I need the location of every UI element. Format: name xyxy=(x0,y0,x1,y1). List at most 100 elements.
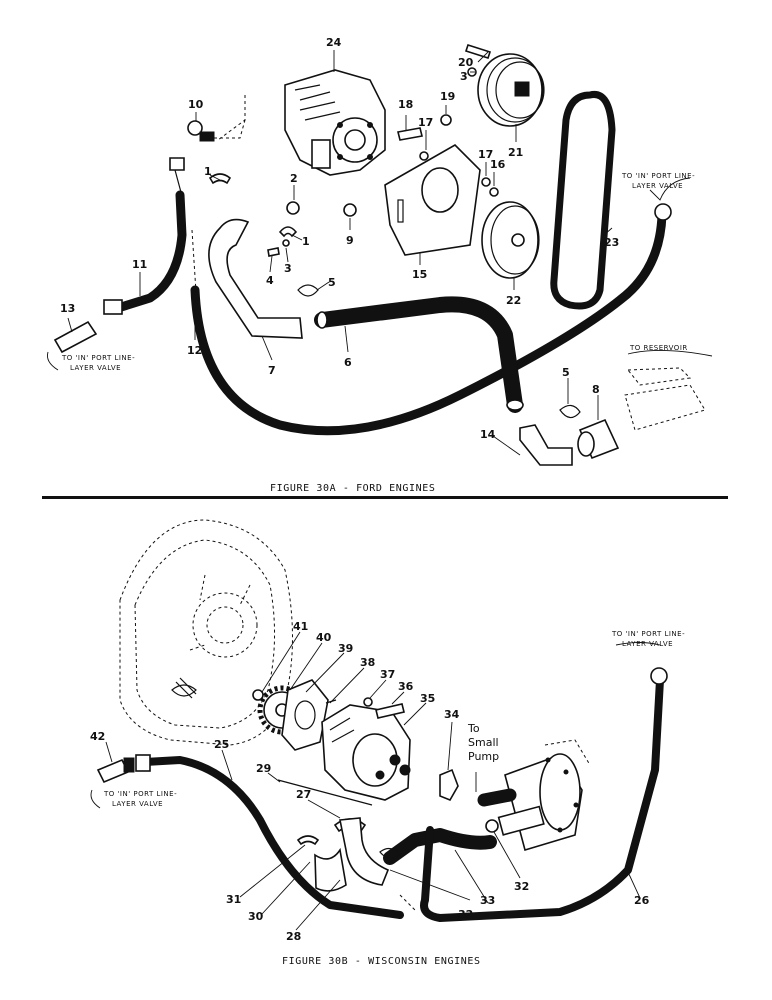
clamp-31 xyxy=(296,835,320,846)
callout-11: 11 xyxy=(132,258,147,271)
note-in-port-right-b-2: LAYER VALVE xyxy=(622,640,673,648)
callout-1-left: 1 xyxy=(204,165,212,178)
callout-30: 30 xyxy=(248,910,264,923)
o-ring-9 xyxy=(343,203,357,217)
callout-1-right: 1 xyxy=(302,235,310,248)
reservoir-pipe-ghost xyxy=(624,367,706,431)
note-reservoir: TO RESERVOIR xyxy=(629,344,688,352)
engine-flywheel-housing xyxy=(119,519,293,746)
clamp-32-bottom xyxy=(379,847,401,860)
callout-36: 36 xyxy=(398,680,414,693)
note-in-port-right-a-1: TO 'IN' PORT LINE- xyxy=(621,172,695,180)
lockwasher-37 xyxy=(363,697,373,707)
note-to-small-pump-3: Pump xyxy=(468,750,499,763)
callout-13: 13 xyxy=(60,302,75,315)
clamp-1-left xyxy=(208,173,232,185)
coupling-8 xyxy=(577,418,620,460)
hydraulic-pump-35 xyxy=(321,704,411,801)
bolt-36 xyxy=(375,703,405,719)
gasket-2 xyxy=(286,201,300,215)
callout-40: 40 xyxy=(316,631,332,644)
callout-8: 8 xyxy=(592,383,600,396)
note-to-small-pump-1: To xyxy=(467,722,480,735)
callout-14: 14 xyxy=(480,428,496,441)
callout-5-top: 5 xyxy=(328,276,336,289)
callout-29: 29 xyxy=(256,762,271,775)
callout-25: 25 xyxy=(214,738,229,751)
washer-3-mid xyxy=(282,239,290,247)
figure-30a: 24 10 1 2 1 3 4 5 6 7 9 11 12 13 15 18 1… xyxy=(47,36,713,494)
elbow-fitting-34 xyxy=(439,768,459,802)
leaders-30b xyxy=(90,631,661,931)
callout-34: 34 xyxy=(444,708,460,721)
callout-31: 31 xyxy=(226,893,241,906)
pressure-hose-25 xyxy=(141,756,404,919)
lockwasher-17-top xyxy=(419,151,429,161)
callout-39: 39 xyxy=(338,642,353,655)
callout-35: 35 xyxy=(420,692,435,705)
callout-20: 20 xyxy=(458,56,474,69)
lockwasher-17-b xyxy=(481,177,491,187)
elbow-tube-28 xyxy=(339,817,390,886)
callouts-30b: 41 40 39 38 37 36 35 34 42 25 29 27 31 3… xyxy=(90,620,650,943)
callout-27: 27 xyxy=(296,788,311,801)
callout-22: 22 xyxy=(506,294,521,307)
snap-ring-41 xyxy=(252,689,264,701)
callout-37: 37 xyxy=(380,668,395,681)
note-in-port-right-a-2: LAYER VALVE xyxy=(632,182,683,190)
drive-belt-23 xyxy=(550,90,616,310)
callout-28: 28 xyxy=(286,930,301,943)
clamp-32-top xyxy=(485,819,499,833)
inlet-hose-7 xyxy=(208,218,303,339)
callout-41: 41 xyxy=(293,620,308,633)
hose-clamp-5-top xyxy=(297,284,319,297)
figure-divider xyxy=(42,496,728,499)
hydraulic-pump-24 xyxy=(217,69,386,176)
callout-42: 42 xyxy=(90,730,105,743)
callout-9: 9 xyxy=(346,234,354,247)
callout-2: 2 xyxy=(290,172,298,185)
callout-32-right: 32 xyxy=(514,880,529,893)
bolt-20 xyxy=(464,43,492,60)
callout-21: 21 xyxy=(508,146,523,159)
pulley-22 xyxy=(481,201,540,279)
shaft-29 xyxy=(277,779,373,806)
screw-4 xyxy=(267,247,280,257)
clamp-1-right xyxy=(278,226,298,238)
callout-12: 12 xyxy=(187,344,202,357)
hose-clamp-5-bottom xyxy=(559,404,581,419)
return-hose-12 xyxy=(190,210,667,436)
callout-10: 10 xyxy=(188,98,204,111)
leaders-30a xyxy=(47,50,713,456)
bolt-18 xyxy=(397,127,423,141)
callout-26: 26 xyxy=(634,894,650,907)
pressure-hose-11 xyxy=(113,190,187,313)
callout-17-bottom: 17 xyxy=(478,148,493,161)
callout-16: 16 xyxy=(490,158,506,171)
reservoir-tank xyxy=(477,739,591,852)
note-in-port-left-b-1: TO 'IN' PORT LINE- xyxy=(103,790,177,798)
gasket-39 xyxy=(281,679,329,751)
callout-15: 15 xyxy=(412,268,427,281)
fitting-42 xyxy=(96,754,151,784)
note-in-port-right-b-1: TO 'IN' PORT LINE- xyxy=(611,630,685,638)
callout-38: 38 xyxy=(360,656,375,669)
callout-32-bottom: 32 xyxy=(458,908,473,921)
note-to-small-pump-2: Small xyxy=(468,736,499,749)
fitting-13 xyxy=(53,320,98,354)
callout-7: 7 xyxy=(268,364,276,377)
elbow-fitting-10 xyxy=(187,119,246,142)
note-in-port-left-b-2: LAYER VALVE xyxy=(112,800,163,808)
figure-30b-caption: FIGURE 30B - WISCONSIN ENGINES xyxy=(282,956,481,967)
note-in-port-left-a-2: LAYER VALVE xyxy=(70,364,121,372)
pulley-21 xyxy=(477,53,545,127)
figure-30a-caption: FIGURE 30A - FORD ENGINES xyxy=(270,483,436,494)
callout-3-mid: 3 xyxy=(284,262,292,275)
inlet-hose-6 xyxy=(314,296,523,413)
bolt-16 xyxy=(489,187,499,197)
callout-33: 33 xyxy=(480,894,495,907)
callout-5-bottom: 5 xyxy=(562,366,570,379)
callout-24: 24 xyxy=(326,36,342,49)
elbow-hose-14 xyxy=(519,424,573,466)
